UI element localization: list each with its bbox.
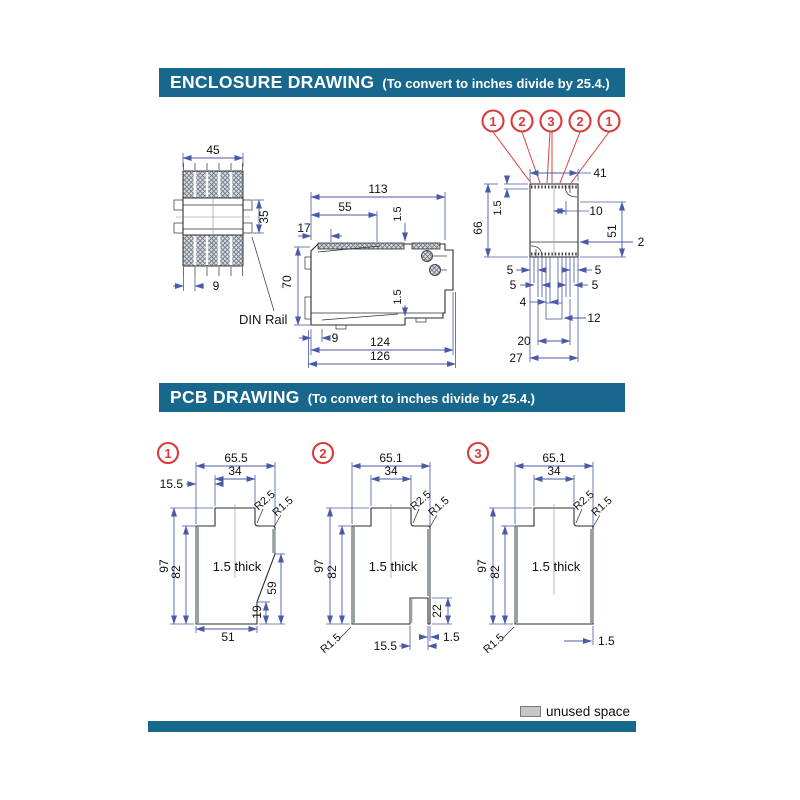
pcb1-dim-foot: 19 bbox=[250, 605, 264, 619]
pcb2-dim-side-height: 82 bbox=[325, 565, 339, 579]
pcb-drawing-1: 1 65.5 34 15.5 R2.5 R1.5 97 82 1.5 thick bbox=[156, 441, 296, 644]
dim-block-width: 12 bbox=[587, 311, 601, 325]
dim-pitch: 9 bbox=[213, 279, 220, 293]
top-vent-strip-2 bbox=[411, 242, 441, 250]
dim-height: 70 bbox=[280, 275, 294, 289]
pcb2-dim-strip: 1.5 bbox=[443, 630, 460, 644]
dim-pin-offset-1: 5 bbox=[507, 263, 514, 277]
callout-circles: 1 2 3 2 1 bbox=[481, 109, 621, 184]
bottom-rule bbox=[148, 721, 636, 732]
unused-space-swatch bbox=[520, 706, 541, 717]
pcb1-dim-diag: 59 bbox=[265, 581, 279, 595]
pcb3-dim-width: 65.1 bbox=[542, 451, 566, 465]
callout-1: 1 bbox=[489, 114, 496, 129]
terminal-screw-2 bbox=[429, 264, 441, 276]
pcb1-dim-tab: 34 bbox=[228, 464, 242, 478]
dim-overall: 113 bbox=[368, 182, 387, 196]
pcb3-radius-bottom-left: R1.5 bbox=[481, 632, 506, 656]
pcb2-dim-width: 65.1 bbox=[379, 451, 403, 465]
enclosure-front-view: 1 2 3 2 1 41 1.5 bbox=[471, 109, 645, 365]
enclosure-drawing-header: ENCLOSURE DRAWING (To convert to inches … bbox=[159, 68, 625, 97]
pcb3-dim-strip: 1.5 bbox=[598, 634, 615, 648]
top-vent-strip bbox=[317, 242, 405, 250]
pcb2-number: 2 bbox=[319, 446, 326, 461]
dim-pin-offset-4: 5 bbox=[592, 278, 599, 292]
terminal-tick-marks bbox=[183, 163, 243, 276]
din-rail-ears bbox=[173, 199, 253, 234]
dim-center-offset: 10 bbox=[589, 204, 603, 218]
dim-height-front: 66 bbox=[471, 221, 485, 235]
pcb-header-title: PCB DRAWING bbox=[170, 387, 300, 407]
dim-rail-section: 35 bbox=[257, 210, 271, 224]
pcb2-thickness: 1.5 thick bbox=[369, 559, 418, 574]
dim-pin-offset-3: 5 bbox=[510, 278, 517, 292]
dim-bottom-slot: 1.5 bbox=[392, 289, 404, 304]
terminal-screw-1 bbox=[421, 250, 433, 262]
pcb2-dim-height: 97 bbox=[312, 559, 326, 573]
callout-5: 1 bbox=[605, 114, 612, 129]
pcb3-number: 3 bbox=[474, 446, 481, 461]
dim-clip: 9 bbox=[332, 331, 339, 345]
pcb3-thickness: 1.5 thick bbox=[532, 559, 581, 574]
dim-pin-offset-2: 5 bbox=[595, 263, 602, 277]
dim-total: 126 bbox=[370, 349, 390, 363]
pcb1-number: 1 bbox=[164, 446, 171, 461]
pcb-drawing-3: 3 65.1 34 R2.5 R1.5 97 82 1.5 thick R1.5 bbox=[466, 441, 615, 656]
pcb1-dim-height: 97 bbox=[157, 559, 171, 573]
pcb1-dim-offset: 15.5 bbox=[160, 477, 184, 491]
pcb2-dim-notch-width: 15.5 bbox=[374, 639, 398, 653]
din-clip bbox=[304, 256, 427, 330]
pcb3-dim-height: 97 bbox=[475, 559, 489, 573]
enclosure-top-view: 45 bbox=[173, 143, 288, 327]
pcb1-dim-side-height: 82 bbox=[169, 565, 183, 579]
dim-top-width-front: 41 bbox=[593, 166, 607, 180]
dim-lower-height: 51 bbox=[605, 224, 619, 238]
pcb2-dim-notch-height: 22 bbox=[430, 604, 444, 618]
terminal-pins bbox=[529, 257, 579, 320]
enclosure-side-view: 113 55 17 1.5 70 1.5 9 124 126 bbox=[280, 182, 456, 368]
pcb2-dim-tab: 34 bbox=[384, 464, 398, 478]
pcb-header-subtitle: (To convert to inches divide by 25.4.) bbox=[307, 391, 536, 406]
dim-top-slot: 1.5 bbox=[392, 206, 404, 221]
enclosure-header-title: ENCLOSURE DRAWING bbox=[170, 72, 375, 92]
legend: unused space bbox=[520, 704, 630, 719]
dim-front: 17 bbox=[297, 221, 311, 235]
legend-label: unused space bbox=[546, 704, 631, 719]
pcb-drawing-2: 2 65.1 34 R2.5 R1.5 97 82 1.5 thick bbox=[311, 441, 460, 656]
dim-body: 124 bbox=[370, 335, 390, 349]
pcb3-dim-side-height: 82 bbox=[488, 565, 502, 579]
enclosure-header-subtitle: (To convert to inches divide by 25.4.) bbox=[382, 76, 610, 91]
callout-2: 2 bbox=[518, 114, 525, 129]
dim-vent: 55 bbox=[338, 200, 352, 214]
dim-span-outer: 27 bbox=[509, 351, 523, 365]
callout-4: 2 bbox=[576, 114, 583, 129]
dim-top-width: 45 bbox=[206, 143, 220, 157]
pcb3-dim-tab: 34 bbox=[547, 464, 561, 478]
din-rail-label: DIN Rail bbox=[239, 312, 288, 327]
pcb-drawing-header: PCB DRAWING (To convert to inches divide… bbox=[159, 383, 625, 412]
pcb1-dim-width: 65.5 bbox=[224, 451, 248, 465]
pcb1-dim-bottom: 51 bbox=[221, 630, 235, 644]
callout-3: 3 bbox=[547, 114, 554, 129]
dim-pin-width: 4 bbox=[520, 295, 527, 309]
pcb2-radius-bottom-left: R1.5 bbox=[318, 632, 343, 656]
dim-span-inner: 20 bbox=[517, 334, 531, 348]
pcb1-thickness: 1.5 thick bbox=[213, 559, 262, 574]
terminal-column-gaps bbox=[193, 172, 233, 265]
dim-lip: 1.5 bbox=[492, 200, 504, 215]
dim-wall: 2 bbox=[638, 235, 645, 249]
